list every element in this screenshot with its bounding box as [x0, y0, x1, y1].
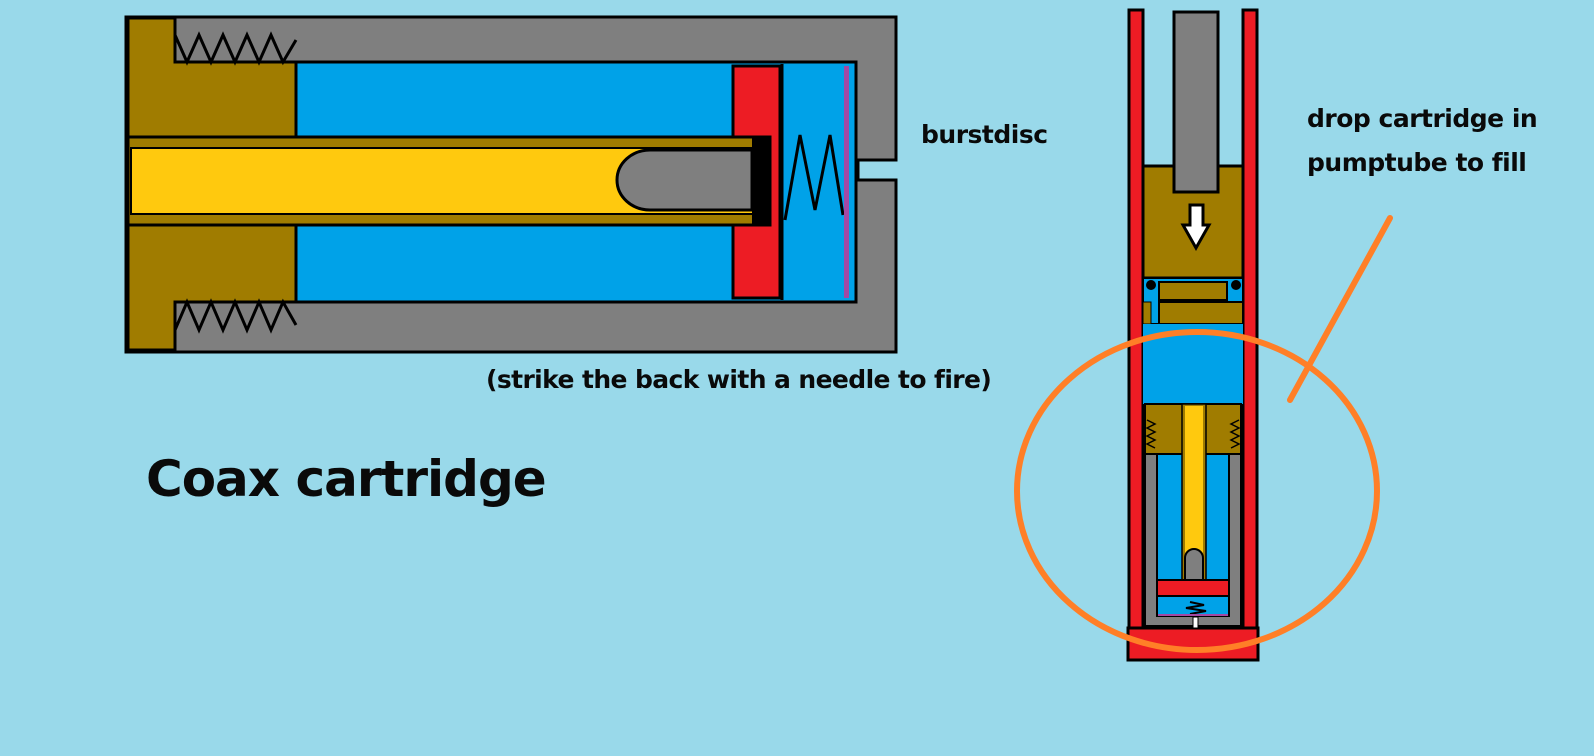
burst-disc: [844, 66, 849, 298]
pointer-line: [1287, 215, 1393, 403]
vent-hole: [858, 162, 898, 178]
fill-arrow-icon: [1180, 203, 1212, 252]
pump-tube-section: [1014, 8, 1393, 662]
highlight-ellipse: [1014, 329, 1380, 653]
drop-note-label: drop cartridge in pumptube to fill: [1307, 104, 1538, 177]
pump-rod: [1172, 10, 1220, 194]
diagram-title: Coax cartridge: [146, 450, 547, 508]
cartridge-in-tube: [1144, 403, 1242, 629]
valve-piston: [731, 64, 782, 300]
projectile: [615, 148, 754, 212]
cartridge-cross-section: [124, 15, 898, 354]
thread-bottom: [173, 298, 298, 334]
strike-note-label: (strike the back with a needle to fire): [486, 365, 992, 394]
burstdisc-label: burstdisc: [921, 120, 1048, 149]
thread-top: [173, 31, 298, 66]
pump-tube-wall-left: [1127, 8, 1145, 662]
valve-spring: [783, 134, 845, 221]
